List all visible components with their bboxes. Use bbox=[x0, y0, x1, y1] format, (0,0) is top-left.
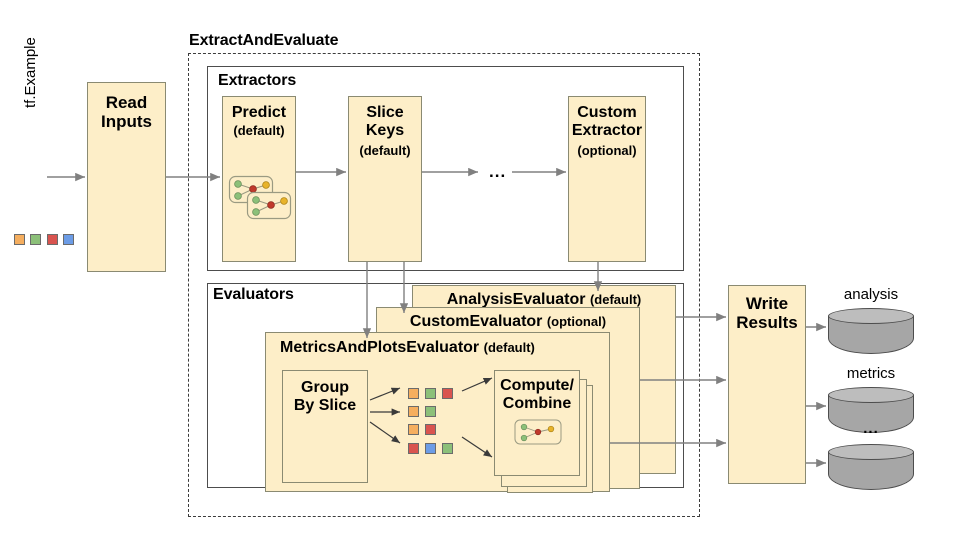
extractors-ellipsis: ... bbox=[489, 162, 507, 181]
cylinder-top bbox=[828, 387, 914, 403]
extract-and-evaluate-title: ExtractAndEvaluate bbox=[189, 32, 339, 49]
extractor-custom-label: Custom Extractor bbox=[571, 104, 643, 139]
metrics-evaluator-heading: MetricsAndPlotsEvaluator (default) bbox=[280, 339, 535, 357]
compute-combine-box[interactable]: Compute/ Combine bbox=[494, 370, 580, 476]
swatch-green bbox=[30, 234, 41, 245]
swatch-green bbox=[425, 406, 436, 417]
group-by-slice-box[interactable]: Group By Slice bbox=[282, 370, 368, 483]
output-label-metrics: metrics bbox=[846, 365, 896, 382]
output-store-analysis[interactable] bbox=[828, 308, 914, 354]
extractor-predict-label: Predict bbox=[231, 104, 287, 121]
evaluators-title: Evaluators bbox=[213, 286, 294, 303]
swatch-orange bbox=[408, 388, 419, 399]
output-store-other[interactable] bbox=[828, 444, 914, 490]
cylinder-top bbox=[828, 444, 914, 460]
cylinder-top bbox=[828, 308, 914, 324]
extract-and-evaluate-container bbox=[188, 53, 700, 517]
extractor-custom-box[interactable]: Custom Extractor (optional) bbox=[568, 96, 646, 262]
extractors-title: Extractors bbox=[218, 72, 297, 89]
swatch-green bbox=[442, 443, 453, 454]
swatch-red bbox=[47, 234, 58, 245]
custom-evaluator-qualifier: (optional) bbox=[546, 314, 607, 329]
extractor-slice-keys-box[interactable]: Slice Keys (default) bbox=[348, 96, 422, 262]
input-label-tf-example: tf.Example bbox=[22, 37, 39, 108]
analysis-evaluator-qualifier: (default) bbox=[589, 292, 642, 307]
output-label-analysis: analysis bbox=[843, 286, 899, 303]
output-store-metrics[interactable] bbox=[828, 387, 914, 433]
swatch-orange bbox=[408, 424, 419, 435]
analysis-evaluator-name: AnalysisEvaluator bbox=[446, 291, 586, 308]
metrics-and-plots-evaluator-box[interactable]: MetricsAndPlotsEvaluator (default) Group… bbox=[265, 332, 610, 493]
swatch-blue bbox=[63, 234, 74, 245]
analysis-evaluator-heading: AnalysisEvaluator (default) bbox=[413, 291, 675, 309]
read-inputs-box[interactable]: Read Inputs bbox=[87, 82, 166, 272]
swatch-red bbox=[442, 388, 453, 399]
custom-evaluator-heading: CustomEvaluator (optional) bbox=[377, 313, 639, 331]
read-inputs-label: Read Inputs bbox=[101, 93, 152, 132]
swatch-green bbox=[425, 388, 436, 399]
swatch-red bbox=[425, 424, 436, 435]
output-label-ellipsis: ... bbox=[863, 420, 879, 437]
swatch-orange bbox=[408, 406, 419, 417]
extractor-custom-qualifier: (optional) bbox=[577, 143, 637, 158]
metrics-evaluator-name: MetricsAndPlotsEvaluator bbox=[280, 339, 480, 356]
extractor-slice-keys-qualifier: (default) bbox=[359, 143, 411, 158]
swatch-red bbox=[408, 443, 419, 454]
extractor-predict-qualifier: (default) bbox=[233, 123, 285, 138]
model-graph-icon bbox=[228, 175, 292, 220]
custom-evaluator-name: CustomEvaluator bbox=[409, 313, 543, 330]
write-results-box[interactable]: Write Results bbox=[728, 285, 806, 484]
write-results-label: Write Results bbox=[736, 294, 798, 333]
metrics-evaluator-qualifier: (default) bbox=[483, 340, 535, 355]
swatch-orange bbox=[14, 234, 25, 245]
group-by-slice-label: Group By Slice bbox=[293, 379, 357, 414]
extractor-slice-keys-label: Slice Keys bbox=[365, 104, 405, 139]
extractor-predict-box[interactable]: Predict (default) bbox=[222, 96, 296, 262]
swatch-blue bbox=[425, 443, 436, 454]
model-graph-icon bbox=[514, 419, 562, 445]
compute-combine-label: Compute/ Combine bbox=[500, 377, 574, 412]
